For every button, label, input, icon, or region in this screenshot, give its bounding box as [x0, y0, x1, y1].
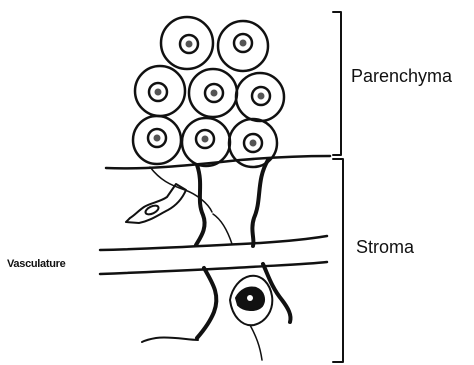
stromal-cell-with-nucleus: [230, 276, 272, 325]
blood-vessel: [100, 236, 327, 274]
fibroblast-cell: [126, 184, 186, 223]
stroma-bracket: [333, 159, 343, 362]
parenchymal-cell: [135, 66, 185, 116]
parenchymal-cell: [133, 116, 181, 164]
parenchymal-cell: [182, 118, 230, 166]
parenchymal-cells: [133, 17, 284, 167]
parenchymal-cell: [236, 73, 284, 121]
stromal-fibers: [142, 160, 291, 360]
vasculature-label: Vasculature: [7, 258, 65, 270]
parenchymal-cell: [189, 69, 237, 117]
parenchyma-bracket: [333, 12, 341, 155]
brackets: [333, 12, 343, 362]
parenchymal-cell: [218, 21, 268, 71]
parenchyma-label: Parenchyma: [351, 66, 452, 87]
parenchymal-cell: [161, 17, 213, 69]
stroma-label: Stroma: [356, 237, 414, 258]
